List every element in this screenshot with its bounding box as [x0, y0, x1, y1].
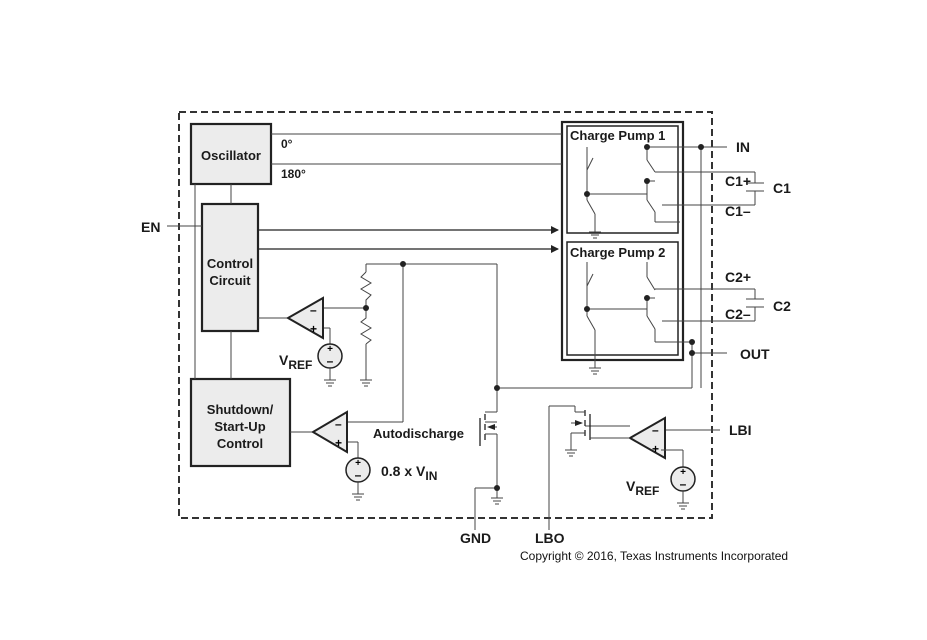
- vref-label-lbi: VREF: [626, 478, 659, 498]
- control-label-line1: Control: [207, 256, 253, 271]
- plus-icon: +: [355, 458, 361, 469]
- charge-pump-1-block: [566, 125, 679, 234]
- vref-label-main: VREF: [279, 352, 312, 372]
- pin-en: EN: [141, 219, 160, 235]
- phase-180-label: 180°: [281, 167, 306, 181]
- shutdown-label-line1: Shutdown/: [207, 402, 274, 417]
- charge-pump-1-label: Charge Pump 1: [570, 128, 665, 143]
- copyright-notice: Copyright © 2016, Texas Instruments Inco…: [520, 549, 788, 563]
- plus-icon: +: [310, 322, 317, 336]
- ground-icon: [360, 379, 372, 387]
- ground-icon: [589, 367, 601, 375]
- vref-source-lbi: + –: [661, 449, 696, 503]
- minus-icon: –: [652, 423, 659, 437]
- resistor-lower: [360, 308, 372, 345]
- phase-0-label: 0°: [281, 137, 293, 151]
- vin-fraction-label: 0.8 x VIN: [381, 463, 437, 483]
- pin-in: IN: [736, 139, 750, 155]
- resistor-upper: [360, 271, 372, 308]
- pin-gnd: GND: [460, 530, 491, 546]
- lbo-mosfet: [570, 406, 630, 450]
- control-to-pump-arrows: [258, 226, 559, 253]
- vin-fraction-source: + –: [345, 457, 371, 494]
- pin-c2-plus: C2+: [725, 269, 751, 285]
- pin-c1-plus: C1+: [725, 173, 751, 189]
- pin-lbo: LBO: [535, 530, 565, 546]
- shutdown-label-line3: Control: [217, 436, 263, 451]
- ground-icon: [324, 379, 336, 387]
- undervoltage-comparator: – +: [311, 410, 348, 454]
- charge-pump-2-label: Charge Pump 2: [570, 245, 665, 260]
- charge-pump-frame: Charge Pump 1 Charge Pump 2: [560, 120, 685, 362]
- pin-c1-minus: C1–: [725, 203, 751, 219]
- pin-out: OUT: [740, 346, 770, 362]
- ic-boundary: [178, 111, 713, 519]
- autodischarge-label: Autodischarge: [373, 426, 464, 441]
- minus-icon: –: [680, 477, 687, 491]
- component-c1: C1: [773, 180, 791, 196]
- low-battery-comparator: – +: [627, 416, 666, 460]
- control-label-line2: Circuit: [209, 273, 251, 288]
- plus-icon: +: [680, 467, 686, 478]
- charge-pump-1-switches: [586, 147, 680, 232]
- capacitor-c2: [746, 289, 764, 321]
- autodischarge-mosfet: [479, 414, 497, 446]
- junction-dots: [363, 144, 704, 491]
- charge-pump-2-switches: [586, 262, 692, 368]
- component-c2: C2: [773, 298, 791, 314]
- vref-source-main: + –: [317, 343, 343, 380]
- ground-icon: [677, 502, 689, 510]
- shutdown-label-line2: Start-Up: [214, 419, 265, 434]
- ground-icon: [352, 493, 364, 501]
- oscillator-block: Oscillator: [189, 122, 273, 186]
- minus-icon: –: [310, 303, 317, 317]
- wiring: [167, 133, 755, 530]
- pin-lbi: LBI: [729, 422, 752, 438]
- capacitor-c1: [746, 172, 764, 205]
- minus-icon: –: [335, 417, 342, 431]
- shutdown-startup-block: Shutdown/ Start-Up Control: [189, 377, 292, 468]
- control-circuit-block: Control Circuit: [200, 202, 260, 333]
- error-amplifier: – +: [285, 296, 324, 340]
- ground-icon: [491, 497, 503, 505]
- minus-icon: –: [327, 354, 334, 368]
- ground-icon: [565, 449, 577, 457]
- pin-c2-minus: C2–: [725, 306, 751, 322]
- plus-icon: +: [327, 344, 333, 355]
- ground-icon: [589, 231, 601, 239]
- minus-icon: –: [355, 468, 362, 482]
- plus-icon: +: [335, 436, 342, 450]
- oscillator-label: Oscillator: [201, 148, 261, 163]
- charge-pump-2-block: [566, 241, 679, 356]
- plus-icon: +: [652, 442, 659, 456]
